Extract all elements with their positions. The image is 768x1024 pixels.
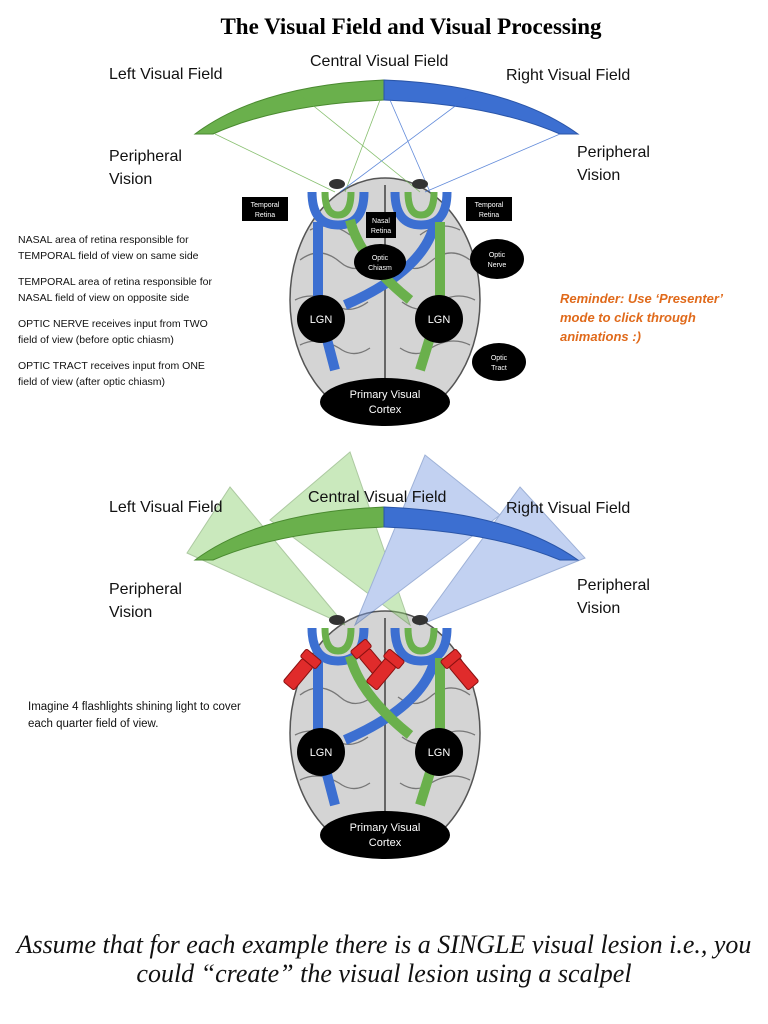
note-nasal: NASAL area of retina responsible for TEM… <box>18 234 199 262</box>
right-visual-field-label: Right Visual Field <box>506 67 631 84</box>
central-visual-field-label-2: Central Visual Field <box>308 489 447 506</box>
left-field-arc <box>193 79 385 135</box>
flashlight-1 <box>283 649 322 690</box>
temporal-retina-right-label-1: Temporal <box>475 202 504 209</box>
optic-nerve-label-1: Optic <box>489 252 506 259</box>
optic-tract-label-1: Optic <box>491 355 508 362</box>
cortex-label-2: Cortex <box>369 404 402 416</box>
temporal-retina-left-label-2: Retina <box>255 212 275 219</box>
left-visual-field-label: Left Visual Field <box>109 66 223 83</box>
optic-tract-label-2: Tract <box>491 365 507 372</box>
optic-chiasm-label-2: Chiasm <box>368 265 392 272</box>
temporal-retina-left-label-1: Temporal <box>251 202 280 209</box>
flashlight-3 <box>366 649 405 690</box>
top-visual-pathway-diagram: Temporal Retina Temporal Retina Nasal Re… <box>193 79 580 426</box>
presenter-reminder: Reminder: Use ‘Presenter’ mode to click … <box>560 291 723 344</box>
flashlight-4 <box>440 649 479 690</box>
right-field-arc <box>383 79 580 135</box>
central-visual-field-label: Central Visual Field <box>310 53 449 70</box>
flashlight-note: Imagine 4 flashlights shining light to c… <box>28 701 241 730</box>
retina-notes: NASAL area of retina responsible for TEM… <box>18 232 223 400</box>
lgn-left-label: LGN <box>310 314 333 326</box>
note-temporal: TEMPORAL area of retina responsible for … <box>18 276 212 304</box>
note-optic-tract: OPTIC TRACT receives input from ONE fiel… <box>18 360 205 388</box>
nasal-retina-label-1: Nasal <box>372 218 390 225</box>
left-visual-field-label-2: Left Visual Field <box>109 499 223 516</box>
page-title: The Visual Field and Visual Processing <box>220 14 602 39</box>
right-visual-field-label-2: Right Visual Field <box>506 500 631 517</box>
lgn-left-label-2: LGN <box>310 747 333 759</box>
cortex-label-bottom-2: Cortex <box>369 837 402 849</box>
lgn-right-label: LGN <box>428 314 451 326</box>
lgn-right-label-2: LGN <box>428 747 451 759</box>
lesion-assumption-text: Assume that for each example there is a … <box>16 930 752 988</box>
cortex-label-1: Primary Visual <box>350 389 421 401</box>
nasal-retina-label-2: Retina <box>371 228 391 235</box>
optic-nerve-label-2: Nerve <box>488 262 507 269</box>
cortex-label-bottom-1: Primary Visual <box>350 822 421 834</box>
optic-chiasm-label-1: Optic <box>372 255 389 262</box>
note-optic-nerve: OPTIC NERVE receives input from TWO fiel… <box>18 318 208 346</box>
bottom-flashlight-diagram: LGN LGN Primary Visual Cortex <box>186 451 586 859</box>
temporal-retina-right-label-2: Retina <box>479 212 499 219</box>
